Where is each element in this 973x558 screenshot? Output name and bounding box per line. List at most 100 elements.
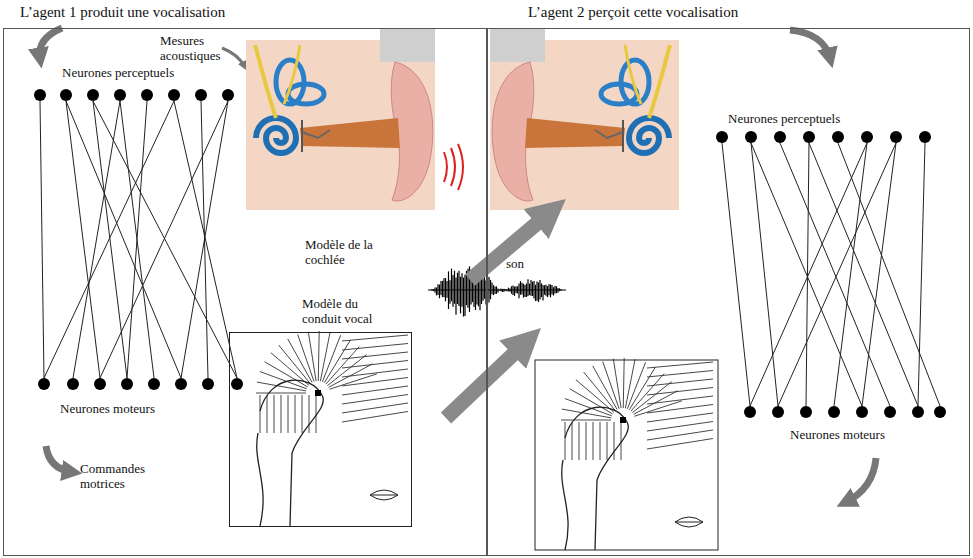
neuron-network (114, 89, 126, 101)
sound-waveform (553, 287, 554, 295)
ear-illustration (301, 120, 303, 152)
transmission-arrow (446, 214, 548, 418)
vocal-tract-illustration (565, 422, 566, 460)
sound-waveform (514, 287, 515, 296)
neuron-network (828, 406, 840, 418)
vocal-tract-illustration (257, 433, 263, 526)
neuron-network (832, 131, 844, 143)
neuron-network (231, 378, 243, 390)
layer-label: Neurones moteurs (60, 402, 155, 417)
vocal-tract-illustration (603, 361, 619, 408)
transmission-arrow (470, 214, 548, 280)
vocal-tract-illustration (613, 359, 621, 408)
sound-waveform (521, 283, 522, 295)
neuron-network (93, 101, 127, 378)
vocal-tract-illustration (535, 360, 718, 550)
layer-label: Neurones moteurs (790, 428, 885, 443)
vocal-tract-illustration (288, 395, 289, 433)
vocal-tract-illustration (647, 413, 713, 422)
vocal-tract-illustration (274, 395, 275, 433)
vocal-tract-illustration (562, 460, 568, 550)
neuron-network (834, 143, 867, 406)
vocal-tract-illustration (370, 490, 398, 500)
neuron-network (34, 89, 946, 418)
sound-waveform (532, 282, 533, 296)
neuron-network (94, 378, 106, 390)
ear-illustration (380, 29, 435, 62)
neuron-network (44, 101, 174, 378)
vocal-tract-illustration (342, 344, 408, 351)
vocal-tract-illustration (647, 396, 713, 404)
sound-waveform (524, 285, 525, 297)
vocal-tract-illustration (600, 422, 601, 460)
vocal-tract-illustration (647, 422, 713, 432)
sound-waveform (527, 279, 528, 296)
layer-label: Neurones perceptuels (728, 112, 840, 127)
vocal-tract-illustration (675, 522, 703, 523)
neuron-network (127, 101, 147, 378)
vocal-tract-illustration (627, 362, 645, 409)
vocal-tract-illustration (329, 374, 377, 389)
process-arrow (46, 446, 72, 472)
sound-waveform (535, 285, 536, 301)
neuron-network (67, 378, 79, 390)
neuron-network (884, 406, 896, 418)
vocal-tract-illustration (298, 334, 314, 381)
annotation: Modèle de la cochlée (305, 238, 405, 268)
neuron-network (744, 406, 756, 418)
vocal-tract-illustration (256, 393, 306, 394)
neuron-network (202, 378, 214, 390)
neuron-network (780, 143, 890, 406)
neuron-network (862, 143, 896, 406)
sound-waveform (484, 274, 485, 298)
ear-illustration (284, 45, 300, 104)
neuron-network (919, 131, 931, 143)
sound-waveform (449, 280, 450, 304)
vocal-tract-illustration (342, 412, 408, 423)
vocal-tract-illustration (647, 430, 713, 440)
vocal-tract-illustration (342, 403, 408, 413)
vocal-tract-illustration (342, 361, 408, 369)
vocal-tract-illustration (565, 407, 628, 550)
neuron-network (774, 131, 786, 143)
neuron-network (772, 406, 784, 418)
process-arrow (222, 48, 244, 66)
neuron-network (195, 89, 207, 101)
vocal-tract-illustration (295, 395, 296, 433)
annotation: son (506, 257, 524, 272)
sound-waveform (455, 277, 456, 314)
vocal-tract-illustration (593, 422, 594, 460)
sound-waves (451, 148, 455, 186)
neuron-network (751, 143, 778, 406)
sound-waveform (457, 273, 458, 304)
process-arrow (40, 28, 876, 502)
ear-illustration (288, 84, 324, 104)
neuron-network (809, 143, 918, 406)
neuron-network (838, 143, 940, 406)
layer-label: Neurones perceptuels (62, 66, 174, 81)
neuron-network (803, 131, 815, 143)
vocal-tract-illustration (586, 422, 587, 460)
sound-waveform (442, 281, 443, 297)
sound-waveform (529, 284, 530, 295)
neuron-network (141, 89, 153, 101)
vocal-tract-illustration (342, 352, 408, 359)
ear-illustration (246, 40, 435, 210)
neuron-network (38, 378, 50, 390)
vocal-tract-illustration (342, 386, 408, 395)
vocal-tract-box: Modèle du conduit vocal (229, 332, 412, 527)
vocal-tract-illustration (647, 405, 713, 414)
vocal-tract-illustration (579, 422, 580, 460)
sound-waveform (518, 283, 519, 298)
sound-waveform (440, 281, 441, 295)
vocal-tract-illustration (308, 332, 316, 381)
vocal-tract-illustration (634, 401, 682, 416)
sound-waves (444, 152, 447, 182)
neuron-network (890, 131, 902, 143)
ear-illustration (300, 118, 400, 148)
vocal-tract-illustration (593, 366, 617, 410)
vocal-tract-illustration (315, 390, 321, 396)
vocal-tract-illustration (281, 395, 282, 433)
neuron-network (40, 101, 44, 378)
vocal-tract-illustration (342, 395, 408, 405)
